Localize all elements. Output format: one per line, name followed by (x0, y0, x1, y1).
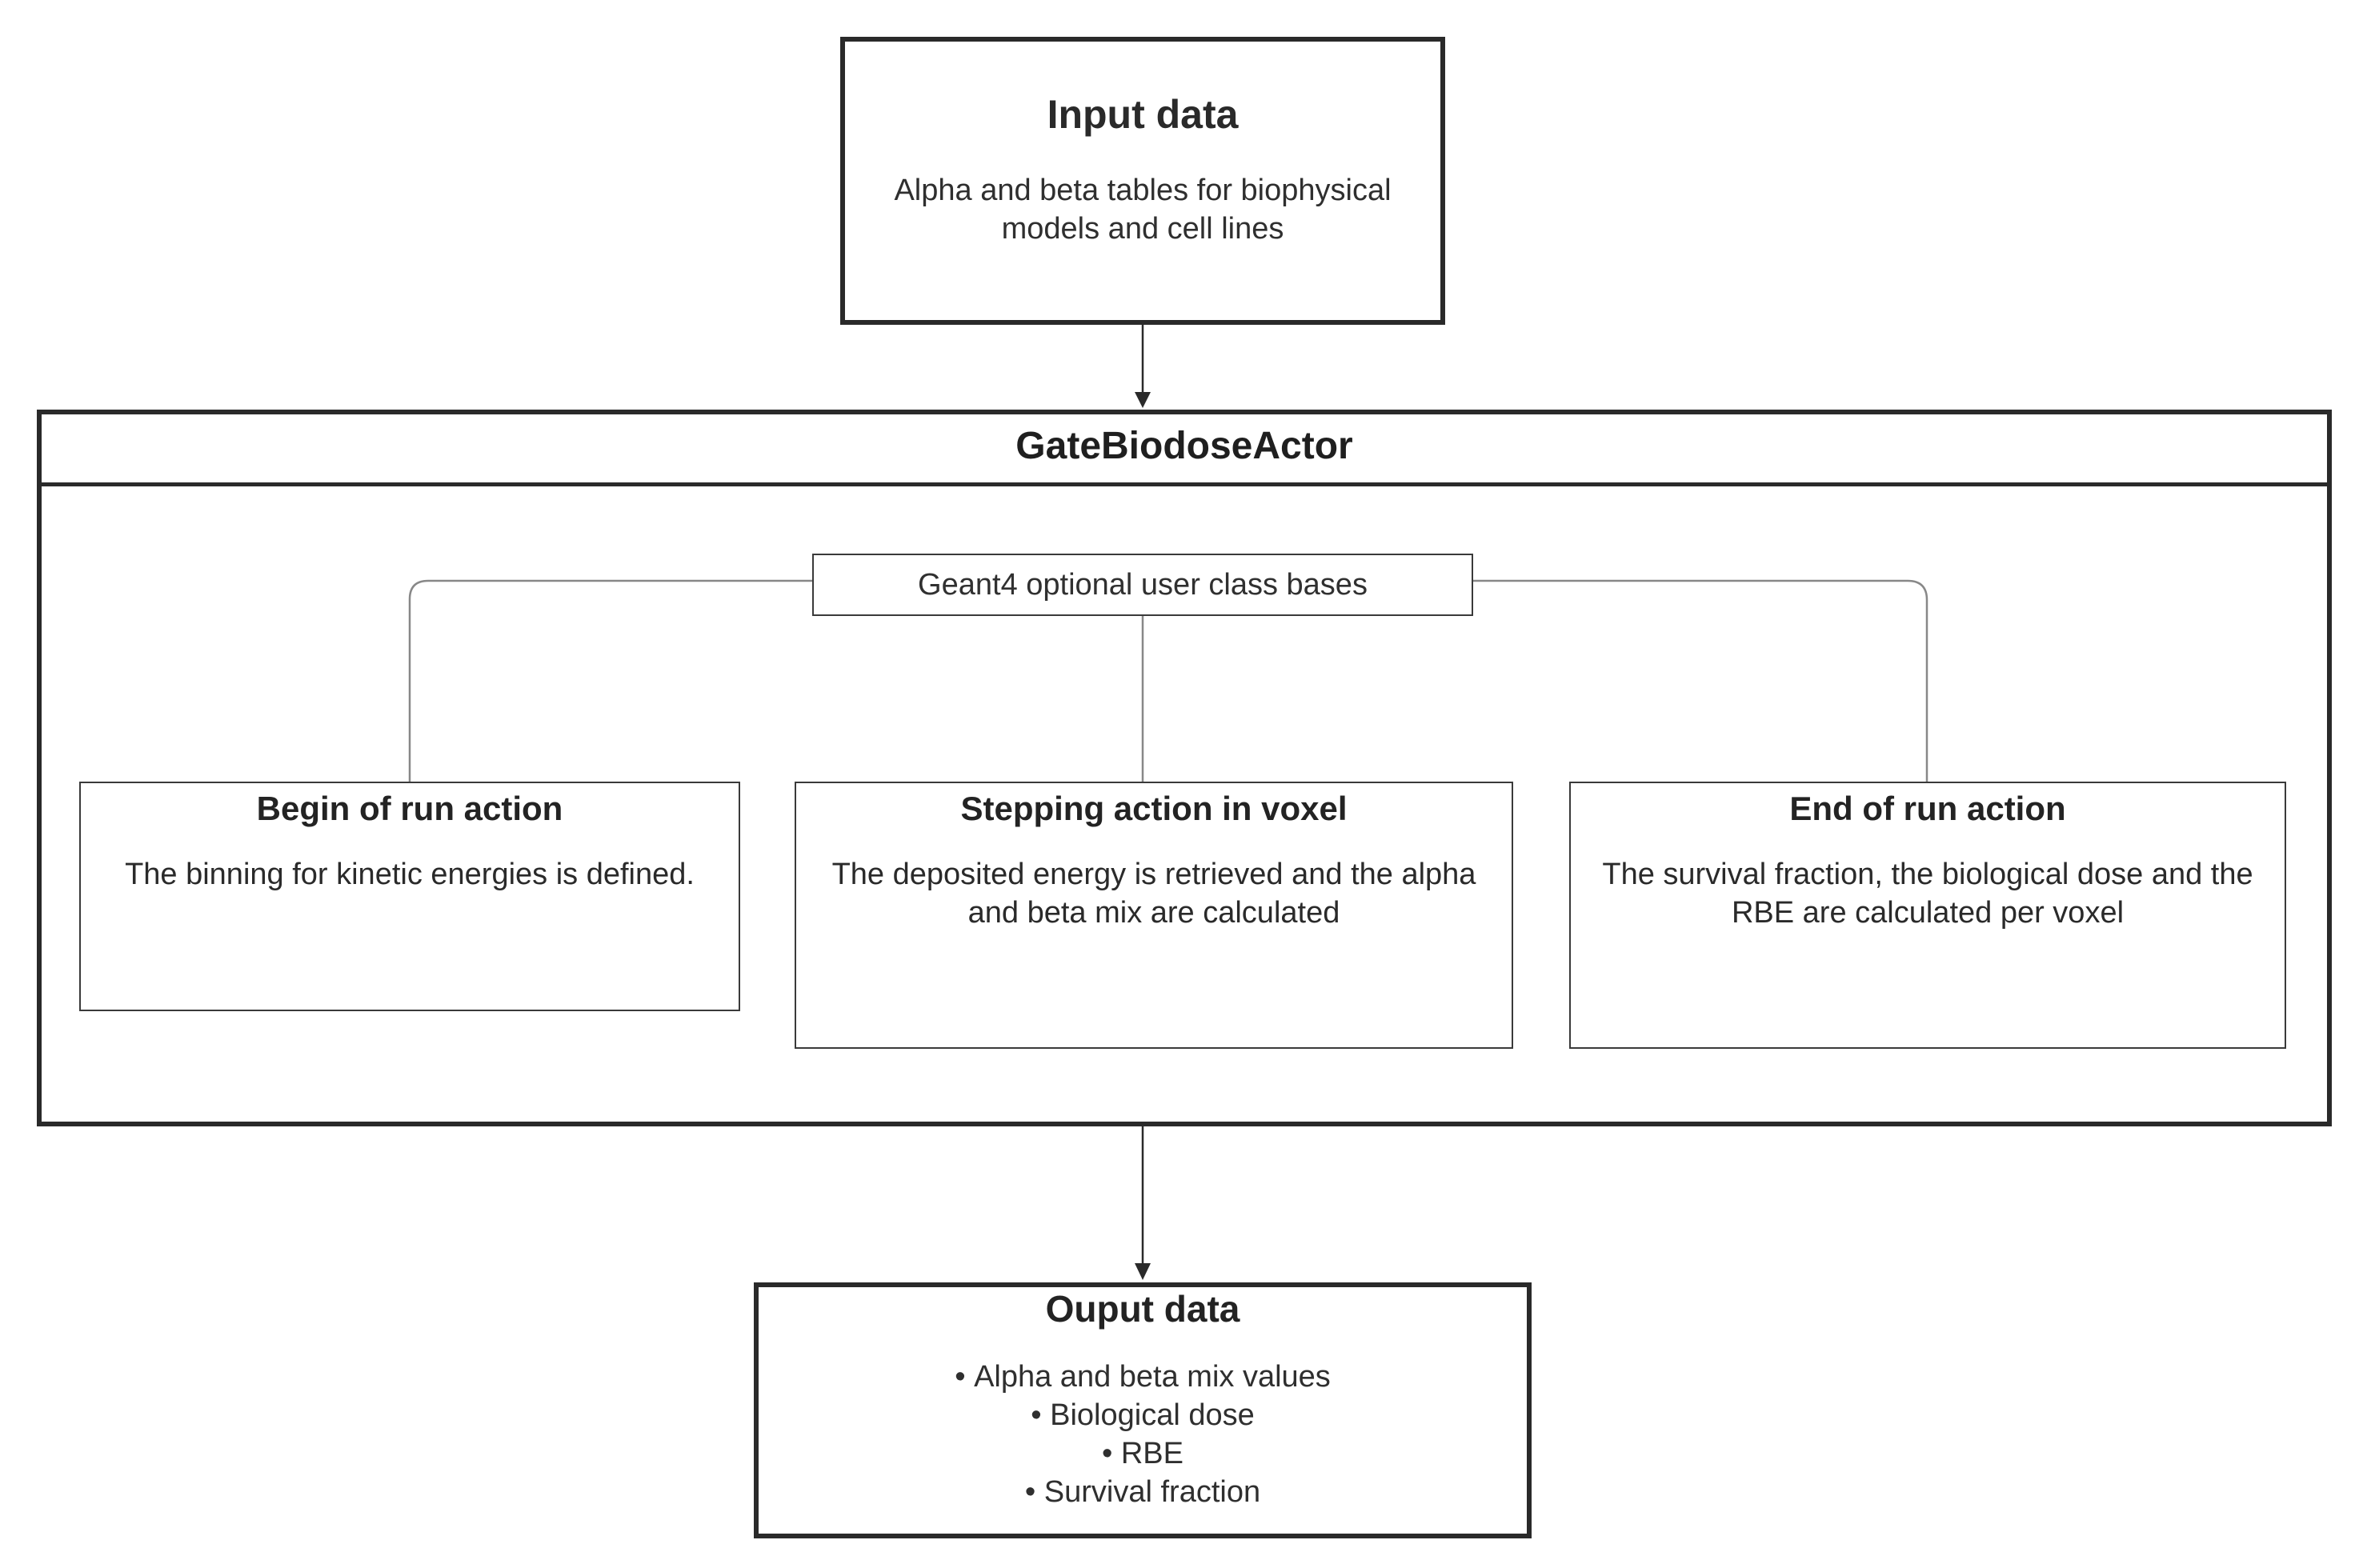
stepping-action-title: Stepping action in voxel (960, 790, 1348, 827)
input-data-box: Input data Alpha and beta tables for bio… (840, 37, 1445, 325)
end-of-run-action-box: End of run action The survival fraction,… (1569, 782, 2286, 1049)
end-of-run-action-title: End of run action (1789, 790, 2066, 827)
output-item-alpha-beta-mix: Alpha and beta mix values (759, 1358, 1527, 1396)
gate-biodose-actor-title: GateBiodoseActor (37, 410, 2332, 486)
arrowhead-input-to-actor (1135, 392, 1151, 408)
geant4-base-class-box: Geant4 optional user class bases (812, 554, 1473, 616)
output-data-box: Ouput data Alpha and beta mix values Bio… (754, 1282, 1532, 1538)
connector-base-to-begin (408, 579, 812, 782)
input-data-description: Alpha and beta tables for biophysical mo… (894, 174, 1392, 246)
stepping-action-description: The deposited energy is retrieved and th… (831, 858, 1476, 930)
end-of-run-action-description: The survival fraction, the biological do… (1602, 858, 2253, 930)
connector-base-to-end (1473, 579, 1928, 782)
arrowhead-actor-to-output (1135, 1263, 1151, 1280)
input-data-title: Input data (1047, 92, 1239, 137)
output-item-rbe: RBE (759, 1434, 1527, 1473)
output-data-title: Ouput data (1045, 1288, 1240, 1330)
output-data-list: Alpha and beta mix values Biological dos… (759, 1358, 1527, 1511)
output-item-biological-dose: Biological dose (759, 1396, 1527, 1434)
gate-biodose-actor-box (37, 410, 2332, 1126)
begin-of-run-action-description: The binning for kinetic energies is defi… (125, 858, 695, 891)
output-item-survival-fraction: Survival fraction (759, 1473, 1527, 1511)
begin-of-run-action-title: Begin of run action (256, 790, 563, 827)
stepping-action-box: Stepping action in voxel The deposited e… (795, 782, 1513, 1049)
begin-of-run-action-box: Begin of run action The binning for kine… (79, 782, 740, 1011)
